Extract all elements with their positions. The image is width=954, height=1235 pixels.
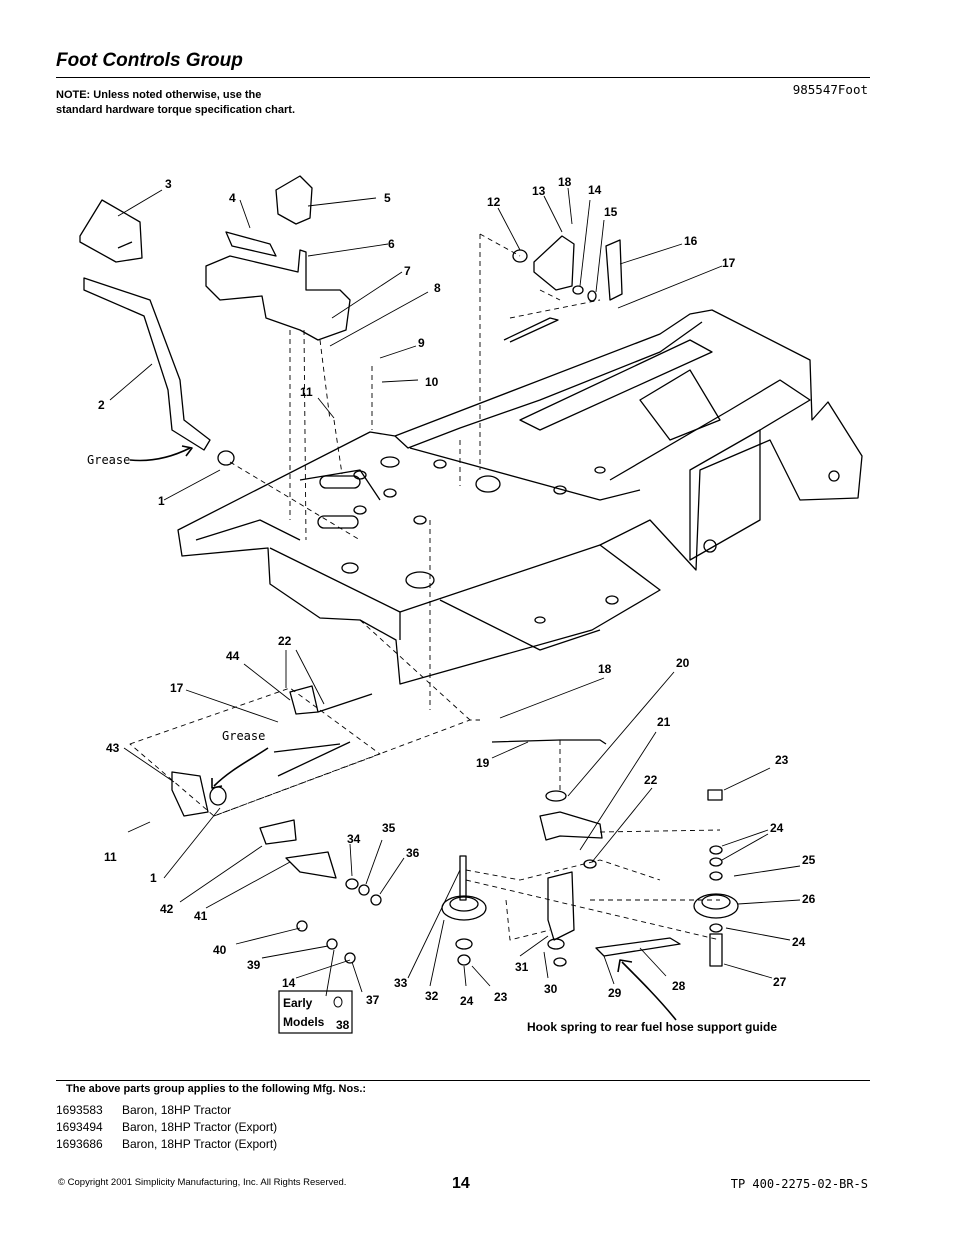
callout: 43 xyxy=(106,741,120,755)
grease-label-mid: Grease xyxy=(222,729,265,743)
header-rule xyxy=(56,77,870,78)
callout: 27 xyxy=(773,975,787,989)
callout: 11 xyxy=(300,385,313,399)
callout: 15 xyxy=(604,205,618,219)
mfg-desc: Baron, 18HP Tractor (Export) xyxy=(122,1120,278,1134)
mfg-row: 1693494 Baron, 18HP Tractor (Export) xyxy=(56,1119,277,1136)
mfg-row: 1693686 Baron, 18HP Tractor (Export) xyxy=(56,1136,277,1153)
grease-arrows xyxy=(129,445,677,1021)
footer-rule xyxy=(56,1080,870,1081)
mfg-row: 1693583 Baron, 18HP Tractor xyxy=(56,1102,277,1119)
callout: 32 xyxy=(425,989,439,1003)
callout: 37 xyxy=(366,993,380,1007)
document-code: TP 400-2275-02-BR-S xyxy=(730,1177,868,1191)
callout: 19 xyxy=(476,756,490,770)
callout: 23 xyxy=(775,753,789,767)
callout: 40 xyxy=(213,943,227,957)
callout: 22 xyxy=(278,634,292,648)
callout: 26 xyxy=(802,892,816,906)
callout: 9 xyxy=(418,336,425,350)
callout: 1 xyxy=(158,494,165,508)
callout: 31 xyxy=(515,960,529,974)
callout: 35 xyxy=(382,821,396,835)
page-title: Foot Controls Group xyxy=(56,50,243,71)
callout-numbers: 1 2 3 4 5 6 7 8 9 10 11 12 13 18 14 15 1… xyxy=(98,175,816,1032)
callout: 44 xyxy=(226,649,240,663)
callout: 41 xyxy=(194,909,208,923)
callout: 30 xyxy=(544,982,558,996)
mfg-number: 1693494 xyxy=(56,1120,103,1134)
mfg-desc: Baron, 18HP Tractor (Export) xyxy=(122,1137,278,1151)
callout: 14 xyxy=(282,976,296,990)
callout: 8 xyxy=(434,281,441,295)
callout: 22 xyxy=(644,773,658,787)
callout: 29 xyxy=(608,986,622,1000)
callout: 21 xyxy=(657,715,671,729)
callout: 12 xyxy=(487,195,501,209)
callout: 20 xyxy=(676,656,690,670)
callout: 38 xyxy=(336,1018,350,1032)
hook-spring-note: Hook spring to rear fuel hose support gu… xyxy=(527,1020,777,1034)
callout: 6 xyxy=(388,237,395,251)
lower-linkage xyxy=(171,685,739,967)
callout: 24 xyxy=(770,821,784,835)
callout: 13 xyxy=(532,184,546,198)
callout: 34 xyxy=(347,832,361,846)
pedal-pad xyxy=(79,199,143,263)
torque-note: NOTE: Unless noted otherwise, use the st… xyxy=(56,89,296,116)
alignment-lines xyxy=(129,233,721,941)
callout: 36 xyxy=(406,846,420,860)
grease-label-top: Grease xyxy=(87,453,130,467)
callout: 42 xyxy=(160,902,174,916)
callout: 14 xyxy=(588,183,602,197)
callout: 33 xyxy=(394,976,408,990)
mfg-desc: Baron, 18HP Tractor xyxy=(122,1103,232,1117)
callout: 17 xyxy=(722,256,736,270)
callout: 11 xyxy=(104,850,117,864)
callout: 24 xyxy=(460,994,474,1008)
callout: 18 xyxy=(558,175,572,189)
callout: 17 xyxy=(170,681,184,695)
callout: 25 xyxy=(802,853,816,867)
callout: 24 xyxy=(792,935,806,949)
leader-lines xyxy=(109,187,801,997)
pedal-bracket xyxy=(205,249,351,341)
pedal-pad-small xyxy=(225,175,313,257)
callout: 23 xyxy=(494,990,508,1004)
mfg-number: 1693583 xyxy=(56,1103,103,1117)
callout: 3 xyxy=(165,177,172,191)
mfg-number: 1693686 xyxy=(56,1137,103,1151)
pedal-arm xyxy=(83,277,235,466)
early-models-label: Early Models xyxy=(283,996,325,1029)
copyright: © Copyright 2001 Simplicity Manufacturin… xyxy=(58,1177,347,1188)
callout: 39 xyxy=(247,958,261,972)
chassis-frame xyxy=(177,309,863,685)
callout: 10 xyxy=(425,375,439,389)
callout: 2 xyxy=(98,398,105,412)
callout: 18 xyxy=(598,662,612,676)
page-number: 14 xyxy=(452,1175,470,1192)
mfg-list: 1693583 Baron, 18HP Tractor 1693494 Baro… xyxy=(56,1102,277,1153)
drawing-code: 985547Foot xyxy=(792,82,868,97)
upper-linkage xyxy=(503,235,623,343)
early-models-box: Early Models xyxy=(278,990,353,1034)
callout: 16 xyxy=(684,234,698,248)
frame-holes xyxy=(317,456,840,624)
callout: 4 xyxy=(229,191,236,205)
callout: 28 xyxy=(672,979,686,993)
callout: 7 xyxy=(404,264,411,278)
callout: 1 xyxy=(150,871,157,885)
callout: 5 xyxy=(384,191,391,205)
applies-title: The above parts group applies to the fol… xyxy=(66,1083,367,1095)
